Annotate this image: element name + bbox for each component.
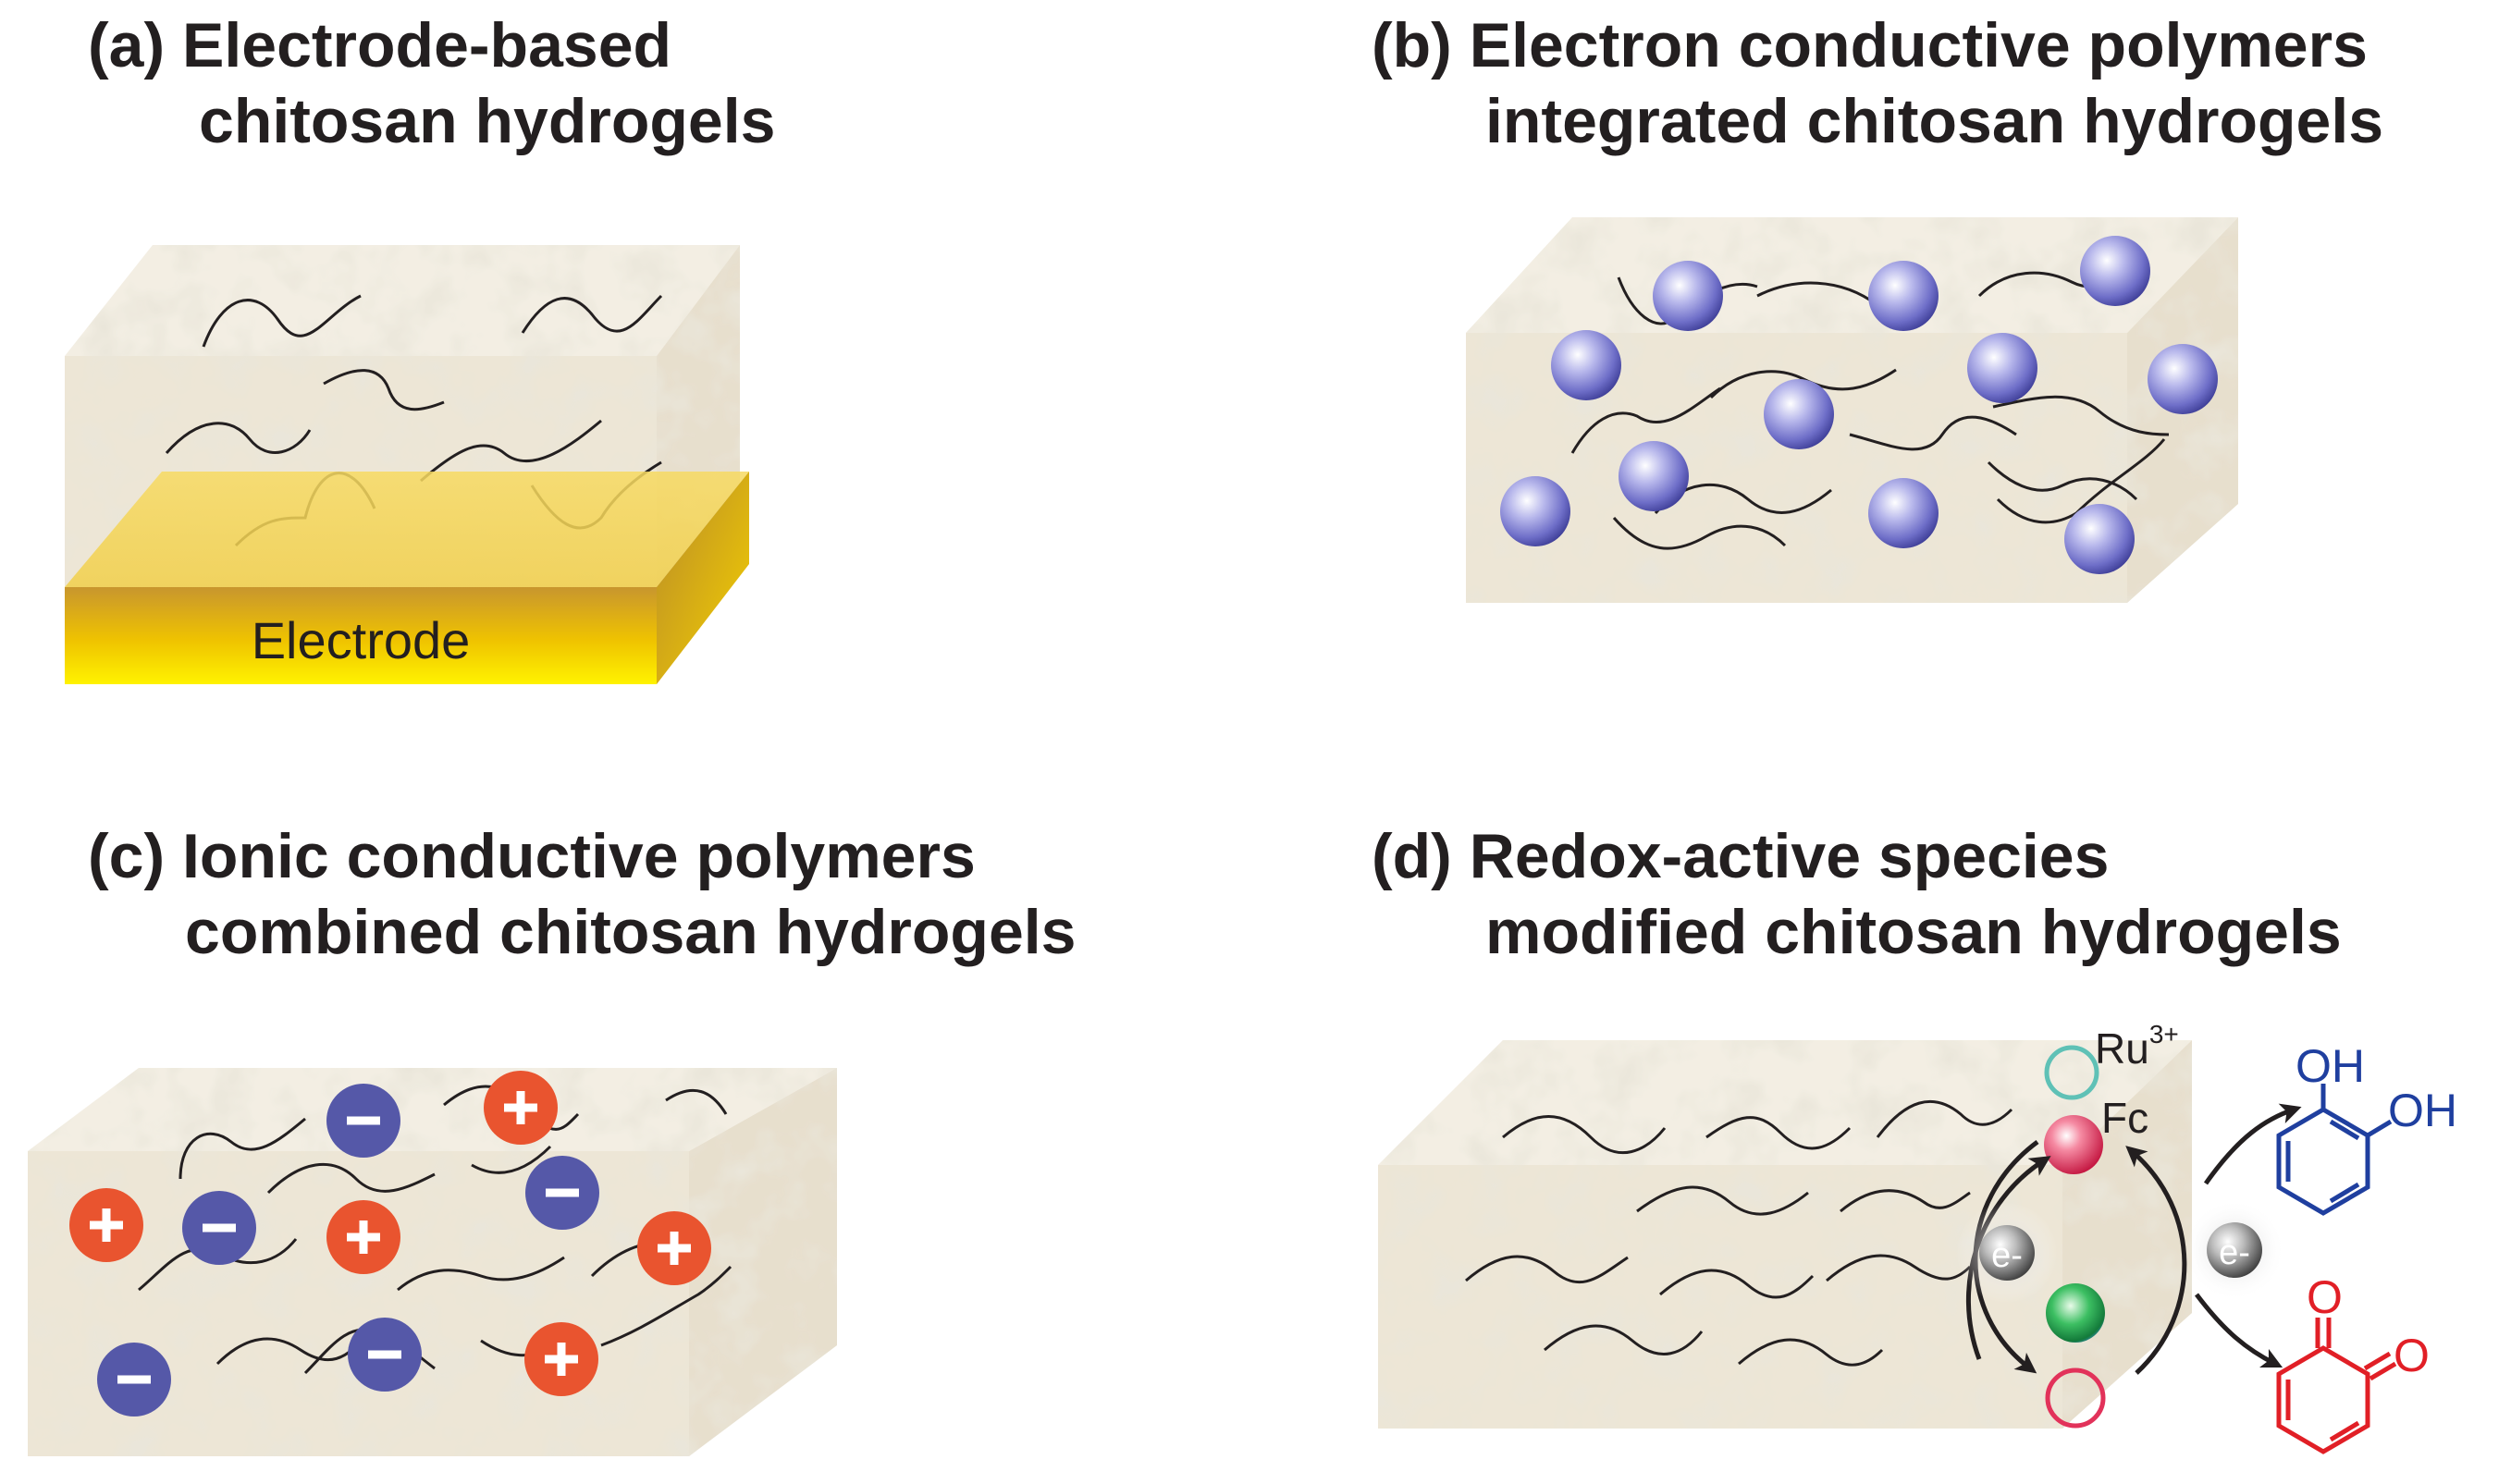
conductive-sphere-icon bbox=[1619, 441, 1689, 511]
panel-d: Ru3+ Fc e- e- bbox=[1378, 1020, 2457, 1454]
conductive-sphere-icon bbox=[1868, 261, 1939, 331]
anion-icon bbox=[182, 1191, 256, 1265]
panel-b-title-line2: integrated chitosan hydrogels bbox=[1485, 86, 2384, 156]
panel-d-label: (d) bbox=[1372, 821, 1452, 891]
polymer-chains-d bbox=[1465, 1099, 2013, 1367]
catechol-oh-right: OH bbox=[2388, 1085, 2457, 1136]
svg-text:e-: e- bbox=[2219, 1233, 2250, 1272]
ru-label: Ru3+ bbox=[2095, 1020, 2179, 1073]
quinone-o-right: O bbox=[2394, 1330, 2430, 1381]
conductive-sphere-icon bbox=[1500, 476, 1570, 546]
outer-redox-arrow-up bbox=[2203, 1103, 2302, 1185]
cation-icon bbox=[524, 1322, 598, 1396]
polymer-chain-icon bbox=[1849, 415, 2017, 451]
panel-d-title-line1: Redox-active species bbox=[1469, 821, 2110, 891]
anion-icon bbox=[97, 1343, 171, 1417]
polymer-chain-icon bbox=[1465, 1255, 1629, 1284]
polymer-chain-icon bbox=[1544, 1324, 1704, 1355]
reduced-fc-ring bbox=[2045, 1367, 2106, 1429]
conductive-spheres bbox=[1500, 236, 2218, 574]
conductive-sphere-icon bbox=[1868, 478, 1939, 548]
polymer-chain-icon bbox=[178, 1117, 306, 1180]
outer-redox-arrow-down bbox=[2195, 1293, 2283, 1368]
electron-icon bbox=[2207, 1222, 2262, 1278]
polymer-chain-icon bbox=[1709, 368, 1897, 399]
electron-icon bbox=[1979, 1225, 2035, 1281]
electrode-slab bbox=[65, 472, 749, 684]
panel-c-title-line2: combined chitosan hydrogels bbox=[185, 897, 1077, 967]
panel-b bbox=[1466, 217, 2238, 603]
conductive-sphere-icon bbox=[2148, 344, 2218, 414]
conductive-sphere-icon bbox=[1551, 330, 1621, 400]
panel-b-title-line1: Electron conductive polymers bbox=[1469, 10, 2368, 80]
panel-a-title-line1: Electrode-based bbox=[182, 10, 672, 80]
conductive-sphere-icon bbox=[1764, 379, 1834, 449]
polymer-chain-icon bbox=[1570, 386, 1721, 454]
polymer-chain-icon bbox=[1876, 1099, 2013, 1138]
polymer-chain-icon bbox=[1705, 1116, 1852, 1150]
right-redox-arrow bbox=[2125, 1146, 2187, 1375]
anion-icon bbox=[326, 1084, 400, 1158]
polymer-chain-icon bbox=[521, 294, 663, 334]
polymer-chain-icon bbox=[1826, 1254, 1972, 1282]
panel-a-title-line2: chitosan hydrogels bbox=[199, 86, 776, 156]
polymer-chain-icon bbox=[1502, 1115, 1667, 1155]
svg-text:e-: e- bbox=[1991, 1236, 2023, 1275]
panel-c-label: (c) bbox=[88, 821, 166, 891]
polymer-chain-icon bbox=[397, 1256, 565, 1292]
quinone-icon bbox=[2276, 1318, 2397, 1454]
ions bbox=[69, 1071, 711, 1417]
polymer-chain-icon bbox=[1612, 517, 1787, 550]
catechol-oh-top: OH bbox=[2296, 1040, 2365, 1092]
cation-icon bbox=[637, 1211, 711, 1285]
panel-b-title: (b) Electron conductive polymers integra… bbox=[1372, 7, 2383, 159]
electrode-label: Electrode bbox=[252, 611, 471, 669]
panel-c-title-line1: Ionic conductive polymers bbox=[182, 821, 976, 891]
green-sphere-icon bbox=[2046, 1283, 2105, 1343]
panel-d-title: (d) Redox-active species modified chitos… bbox=[1372, 818, 2342, 970]
electron-right: e- bbox=[2184, 1199, 2285, 1301]
polymer-chain-icon bbox=[665, 1088, 728, 1115]
anion-icon bbox=[348, 1318, 422, 1392]
panel-c bbox=[28, 1068, 837, 1456]
conductive-sphere-icon bbox=[2064, 504, 2135, 574]
conductive-sphere-icon bbox=[2080, 236, 2150, 306]
panel-b-label: (b) bbox=[1372, 10, 1452, 80]
anion-icon bbox=[525, 1156, 599, 1230]
polymer-chain-icon bbox=[266, 1163, 436, 1195]
conductive-sphere-icon bbox=[1653, 261, 1723, 331]
fc-sphere-icon bbox=[2044, 1115, 2103, 1174]
polymer-chain-icon bbox=[165, 422, 312, 454]
polymer-chain-icon bbox=[202, 294, 362, 348]
polymer-chain-icon bbox=[215, 1335, 367, 1366]
panel-a-title: (a) Electrode-based chitosan hydrogels bbox=[88, 7, 775, 159]
polymer-chain-icon bbox=[420, 419, 602, 483]
fc-label: Fc bbox=[2101, 1094, 2148, 1142]
polymer-chain-icon bbox=[1738, 1338, 1884, 1367]
polymer-chain-icon bbox=[1636, 1185, 1809, 1216]
panel-c-title: (c) Ionic conductive polymers combined c… bbox=[88, 818, 1077, 970]
polymer-chain-icon bbox=[471, 1145, 552, 1174]
panel-a: Electrode bbox=[65, 245, 749, 684]
ru-ion-ring bbox=[2044, 1045, 2099, 1100]
polymer-chain-icon bbox=[1987, 460, 2138, 501]
panel-a-label: (a) bbox=[88, 10, 166, 80]
conductive-sphere-icon bbox=[1967, 333, 2037, 403]
cation-icon bbox=[69, 1188, 143, 1262]
polymer-chain-icon bbox=[600, 1265, 732, 1347]
cation-icon bbox=[484, 1071, 558, 1145]
polymer-chain-icon bbox=[1992, 395, 2170, 436]
electron-left: e- bbox=[1956, 1202, 2058, 1304]
polymer-chain-icon bbox=[1840, 1189, 1971, 1213]
polymer-chain-icon bbox=[323, 369, 445, 411]
panel-d-title-line2: modified chitosan hydrogels bbox=[1485, 897, 2342, 967]
catechol-icon bbox=[2276, 1084, 2393, 1216]
polymer-chain-icon bbox=[1659, 1269, 1815, 1299]
quinone-o-top: O bbox=[2307, 1271, 2343, 1323]
gel-block-d bbox=[1378, 1040, 2192, 1429]
cation-icon bbox=[326, 1200, 400, 1274]
